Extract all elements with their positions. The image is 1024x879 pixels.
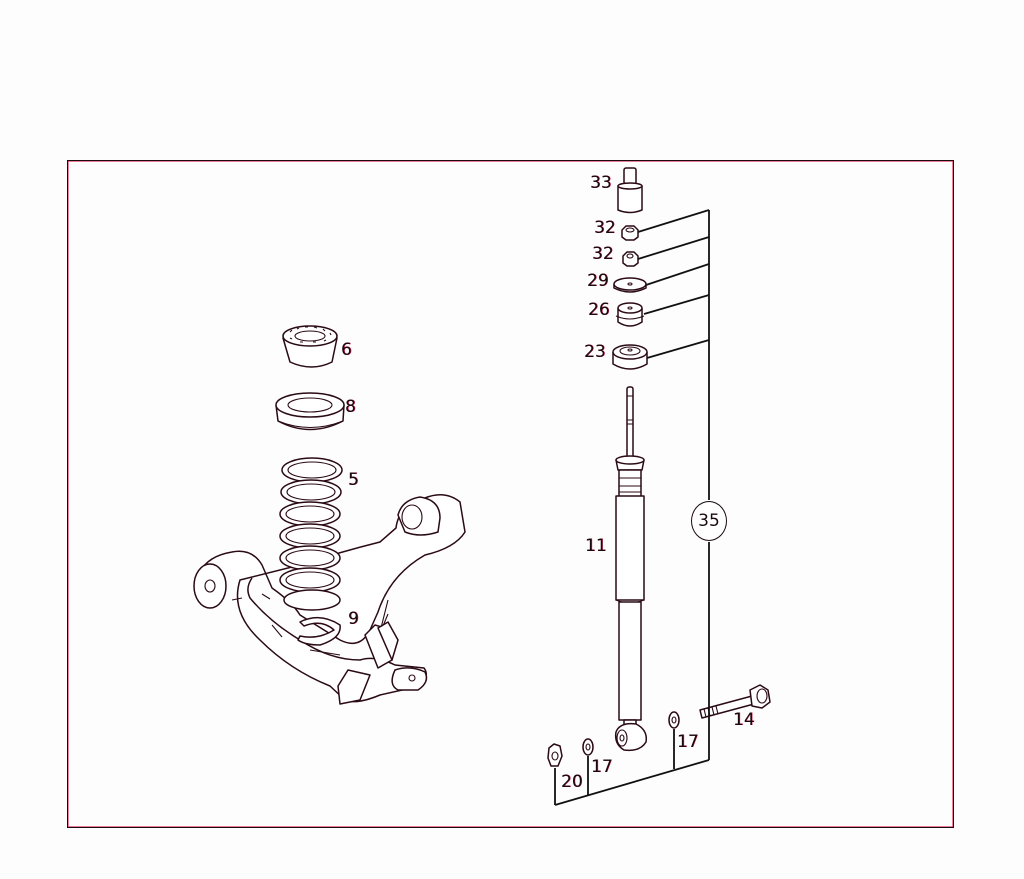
diagram-frame <box>67 160 954 828</box>
shock-absorber-part <box>614 386 648 752</box>
kit-leader-lines <box>554 209 710 806</box>
callout-20[interactable]: 20 <box>561 772 583 792</box>
callout-23[interactable]: 23 <box>584 342 606 362</box>
callout-26[interactable]: 26 <box>588 300 610 320</box>
callout-17-left[interactable]: 17 <box>591 757 613 777</box>
callout-33[interactable]: 33 <box>590 173 612 193</box>
callout-6[interactable]: 6 <box>341 340 352 360</box>
callout-29[interactable]: 29 <box>587 271 609 291</box>
bump-stop-cap-part <box>617 167 643 214</box>
washer-part <box>582 738 594 756</box>
lower-rubber-bushing-part <box>612 344 648 370</box>
hex-nut-part <box>622 251 639 267</box>
spring-pad-ring-part <box>275 392 345 431</box>
callout-14[interactable]: 14 <box>733 710 755 730</box>
callout-9[interactable]: 9 <box>348 609 359 629</box>
coil-spring-part <box>279 457 343 611</box>
callout-8[interactable]: 8 <box>345 397 356 417</box>
flange-nut-part <box>547 743 563 767</box>
callout-32-lower[interactable]: 32 <box>592 244 614 264</box>
callout-5[interactable]: 5 <box>348 470 359 490</box>
callout-17-right[interactable]: 17 <box>677 732 699 752</box>
kit-callout-label: 35 <box>698 511 720 531</box>
hex-nut-part <box>621 225 639 241</box>
kit-callout-35[interactable]: 35 <box>691 501 727 541</box>
upper-rubber-bushing-part <box>615 302 645 327</box>
callout-11[interactable]: 11 <box>585 536 607 556</box>
callout-32-upper[interactable]: 32 <box>594 218 616 238</box>
lower-spring-pad-part <box>297 616 341 646</box>
washer-disc-part <box>613 277 647 293</box>
mounting-bolt-part <box>699 684 771 719</box>
washer-part <box>668 711 680 729</box>
spring-upper-mount-part <box>282 325 338 368</box>
